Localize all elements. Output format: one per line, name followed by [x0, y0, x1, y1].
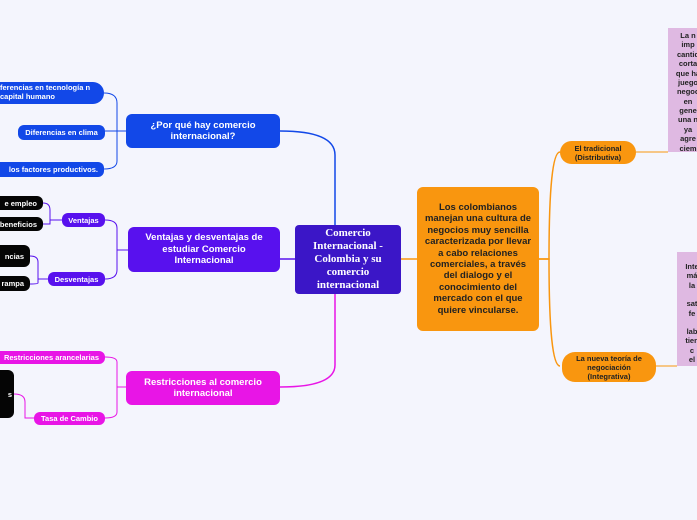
- traditional-note-line: negoc: [676, 87, 697, 97]
- link-restr-children: [104, 356, 126, 419]
- traditional-negotiation-node[interactable]: El tradicional (Distributiva): [560, 141, 636, 164]
- exchange-rate-leaf[interactable]: s: [0, 370, 14, 418]
- link-tasa-leaf: [13, 393, 34, 419]
- ventajas-leaf-benefits-label: beneficios: [0, 219, 37, 229]
- integrative-note[interactable]: Inte má la sat fe lab tien c el: [677, 252, 697, 366]
- integrative-note-line: el: [688, 355, 696, 364]
- central-topic[interactable]: Comercio Internacional - Colombia y su c…: [295, 225, 401, 294]
- why-trade-label: ¿Por qué hay comercio internacional?: [150, 119, 256, 142]
- tariff-restrictions-label: Restricciones arancelarias: [3, 353, 99, 362]
- integrative-note-line: lab: [686, 326, 697, 336]
- desventajas-leaf-differences[interactable]: ncias: [0, 245, 30, 267]
- traditional-note-line: La n: [680, 31, 696, 40]
- integrative-note-line: Inte: [685, 262, 697, 271]
- link-ventajas-leaves: [42, 202, 62, 225]
- traditional-note-line: agre: [680, 134, 696, 144]
- why-child-factors-label: los factores productivos.: [8, 165, 98, 174]
- why-child-technology-label: ferencias en tecnología n capital humano: [0, 83, 91, 101]
- traditional-note-line: en: [683, 96, 693, 106]
- traditional-note-line: ya: [683, 124, 693, 134]
- traditional-note-line: gene: [679, 106, 697, 115]
- traditional-note[interactable]: La n imp cantid corta que ha juego negoc…: [668, 28, 697, 153]
- right-main-topic[interactable]: Los colombianos manejan una cultura de n…: [417, 187, 539, 331]
- ventajas-label: Ventajas: [68, 215, 99, 225]
- tariff-restrictions-node[interactable]: Restricciones arancelarias: [0, 351, 105, 364]
- exchange-rate-leaf-label: s: [7, 389, 12, 399]
- exchange-rate-label: Tasa de Cambio: [41, 414, 98, 423]
- link-central-restrictions: [279, 258, 336, 388]
- integrative-negotiation-node[interactable]: La nueva teoría de negociación (Integrat…: [562, 352, 656, 382]
- traditional-note-line: que ha: [675, 68, 697, 78]
- desventajas-leaf-trap[interactable]: rampa: [0, 276, 30, 291]
- why-child-climate[interactable]: Diferencias en clima: [18, 125, 105, 140]
- link-right-traditional: [539, 151, 561, 260]
- ventajas-leaf-employment[interactable]: e empleo: [0, 196, 43, 210]
- desventajas-leaf-differences-label: ncias: [4, 251, 24, 261]
- exchange-rate-node[interactable]: Tasa de Cambio: [34, 412, 105, 425]
- right-main-topic-label: Los colombianos manejan una cultura de n…: [424, 202, 532, 316]
- integrative-note-line: c: [689, 345, 695, 355]
- link-desventajas-leaves: [29, 255, 48, 285]
- why-trade-node[interactable]: ¿Por qué hay comercio internacional?: [126, 114, 280, 148]
- ventajas-node[interactable]: Ventajas: [62, 213, 105, 227]
- link-right-integrative: [539, 258, 561, 367]
- desventajas-label: Desventajas: [54, 274, 99, 284]
- advantages-disadvantages-label: Ventajas y desventajas de estudiar Comer…: [145, 232, 263, 267]
- why-child-technology[interactable]: ferencias en tecnología n capital humano: [0, 82, 104, 104]
- ventajas-leaf-benefits[interactable]: beneficios: [0, 217, 43, 231]
- ventajas-leaf-employment-label: e empleo: [4, 198, 37, 208]
- integrative-note-line: má: [686, 271, 697, 281]
- advantages-disadvantages-node[interactable]: Ventajas y desventajas de estudiar Comer…: [128, 227, 280, 272]
- integrative-note-line: sat: [686, 299, 697, 309]
- link-why-children: [103, 92, 126, 170]
- integrative-negotiation-label: La nueva teoría de negociación (Integrat…: [576, 353, 642, 381]
- integrative-note-line: tien: [685, 336, 697, 346]
- link-adv-children: [104, 219, 128, 280]
- restrictions-label: Restricciones al comercio internacional: [144, 376, 262, 399]
- central-topic-label: Comercio Internacional - Colombia y su c…: [313, 226, 383, 292]
- integrative-note-line: fe: [688, 308, 696, 318]
- desventajas-leaf-trap-label: rampa: [1, 279, 24, 288]
- traditional-note-line: cantid: [676, 49, 697, 59]
- traditional-note-line: ciem: [679, 143, 697, 153]
- traditional-negotiation-label: El tradicional (Distributiva): [574, 143, 622, 162]
- traditional-note-line: juego: [678, 77, 697, 87]
- traditional-note-line: corta: [678, 59, 697, 69]
- traditional-note-line: imp: [681, 40, 695, 50]
- desventajas-node[interactable]: Desventajas: [48, 272, 105, 286]
- traditional-note-line: una n: [678, 115, 697, 125]
- why-child-factors[interactable]: los factores productivos.: [0, 162, 104, 177]
- restrictions-node[interactable]: Restricciones al comercio internacional: [126, 371, 280, 405]
- why-child-climate-label: Diferencias en clima: [25, 128, 98, 137]
- link-central-why: [279, 130, 336, 260]
- integrative-note-line: la: [688, 280, 696, 290]
